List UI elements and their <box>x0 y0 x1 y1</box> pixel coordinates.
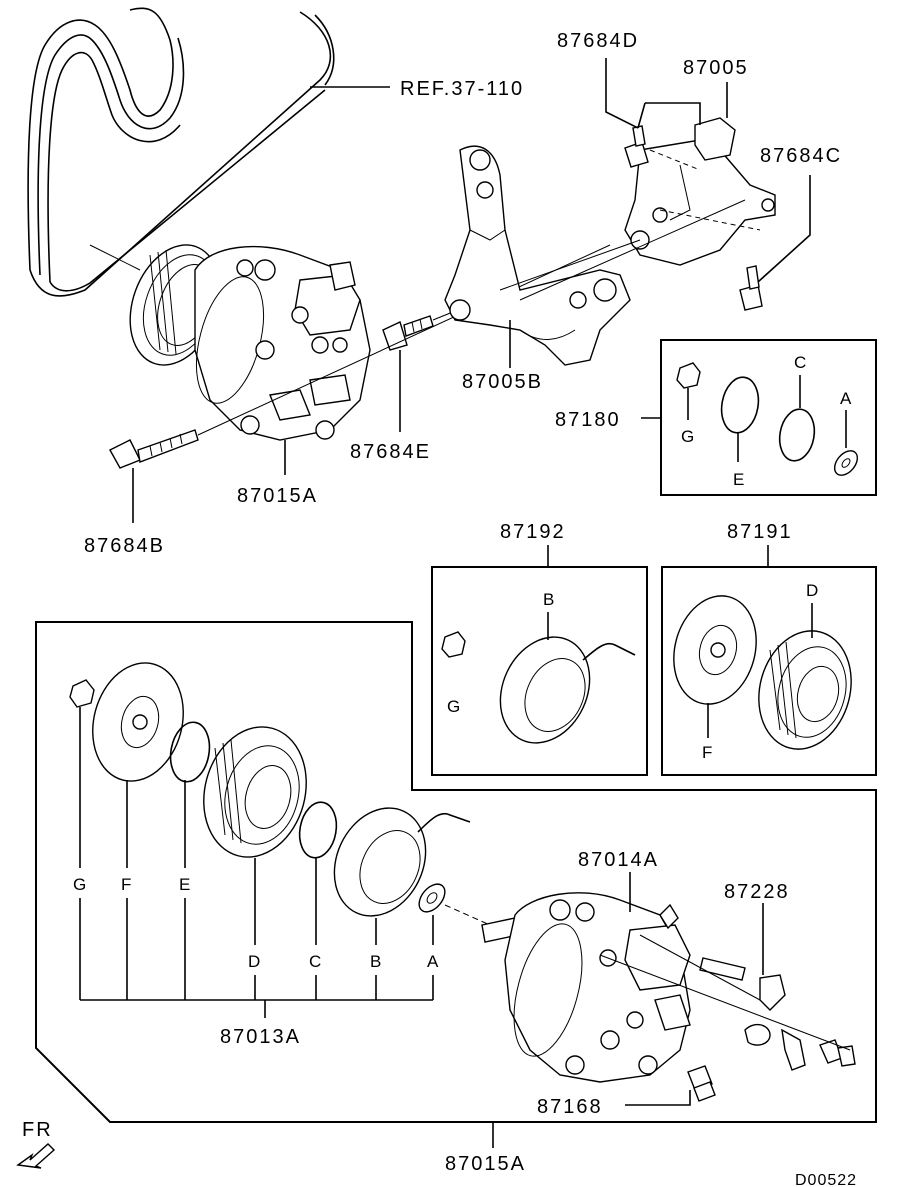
diagram-code: D00522 <box>795 1172 857 1187</box>
bracket-87005 <box>624 117 776 266</box>
compressor-body-87014a <box>444 892 691 1083</box>
callout-87015a-top: 87015A <box>237 485 318 507</box>
letter-d-87191: D <box>806 581 819 600</box>
callout-87013a: 87013A <box>220 1026 301 1048</box>
pulley-d-large-icon <box>203 726 307 858</box>
snap-ring-e-icon <box>720 376 760 434</box>
letter-a-87180: A <box>840 389 852 408</box>
callout-87191: 87191 <box>727 521 793 543</box>
letter-f-87191: F <box>702 743 713 762</box>
callout-87168: 87168 <box>537 1096 603 1118</box>
snap-ring-c-icon <box>778 408 816 462</box>
kit-87192-box: 87192 G B <box>431 521 648 776</box>
snap-ring-c-large-icon <box>298 801 338 859</box>
letter-a-set: A <box>427 952 439 971</box>
callout-87228: 87228 <box>724 881 790 903</box>
letter-e-set: E <box>179 875 191 894</box>
callout-87192: 87192 <box>500 521 566 543</box>
reference-label: REF.37-110 <box>400 78 524 100</box>
clutch-parts <box>69 662 471 917</box>
compressor-assembly-top <box>129 244 371 441</box>
hub-plate-f-icon <box>673 595 757 705</box>
pulley-d-icon <box>758 630 852 750</box>
letter-e-87180: E <box>733 470 745 489</box>
field-coil-b-icon <box>499 636 636 744</box>
callout-87684c: 87684C <box>760 145 842 167</box>
valve-87168 <box>687 1065 716 1102</box>
letter-b-87192: B <box>543 590 555 609</box>
field-coil-b-large-icon <box>333 807 471 917</box>
callout-87684b: 87684B <box>84 535 165 557</box>
letter-c-set: C <box>309 952 322 971</box>
exploded-view-frame <box>35 621 877 1123</box>
letter-b-set: B <box>370 952 382 971</box>
letter-g-87192: G <box>447 697 461 716</box>
letter-d-set: D <box>248 952 261 971</box>
bolt-87684c <box>739 265 763 311</box>
bolt-87684e <box>382 315 434 351</box>
bracket-87005b <box>444 145 631 366</box>
shim-a-large-icon <box>418 883 446 913</box>
switch-87228 <box>599 934 856 1071</box>
letter-c-87180: C <box>794 353 807 372</box>
nut-g-icon <box>676 362 701 389</box>
shim-a-icon <box>833 450 859 476</box>
nut-g-large-icon <box>69 679 95 708</box>
callout-87015a-bottom: 87015A <box>445 1153 526 1175</box>
bolt-87684d <box>624 125 649 168</box>
callout-87005b: 87005B <box>462 371 543 393</box>
front-indicator: FR <box>22 1119 53 1141</box>
letter-g-set: G <box>73 875 87 894</box>
letter-g-87180: G <box>681 427 695 446</box>
kit-87180-box: 87180 G E C A <box>555 339 877 496</box>
hub-plate-f-large-icon <box>92 662 184 782</box>
kit-87191-box: 87191 F D <box>661 521 877 776</box>
callout-87005: 87005 <box>683 57 749 79</box>
front-arrow-icon <box>16 1143 56 1169</box>
drive-belt <box>27 7 335 297</box>
callout-87180: 87180 <box>555 409 621 431</box>
callout-87684d: 87684D <box>557 30 639 52</box>
callout-87014a: 87014A <box>578 849 659 871</box>
letter-f-set: F <box>121 875 132 894</box>
callout-87684e: 87684E <box>350 441 431 463</box>
bolt-87684b <box>109 429 199 469</box>
nut-g-small-icon <box>441 631 466 658</box>
